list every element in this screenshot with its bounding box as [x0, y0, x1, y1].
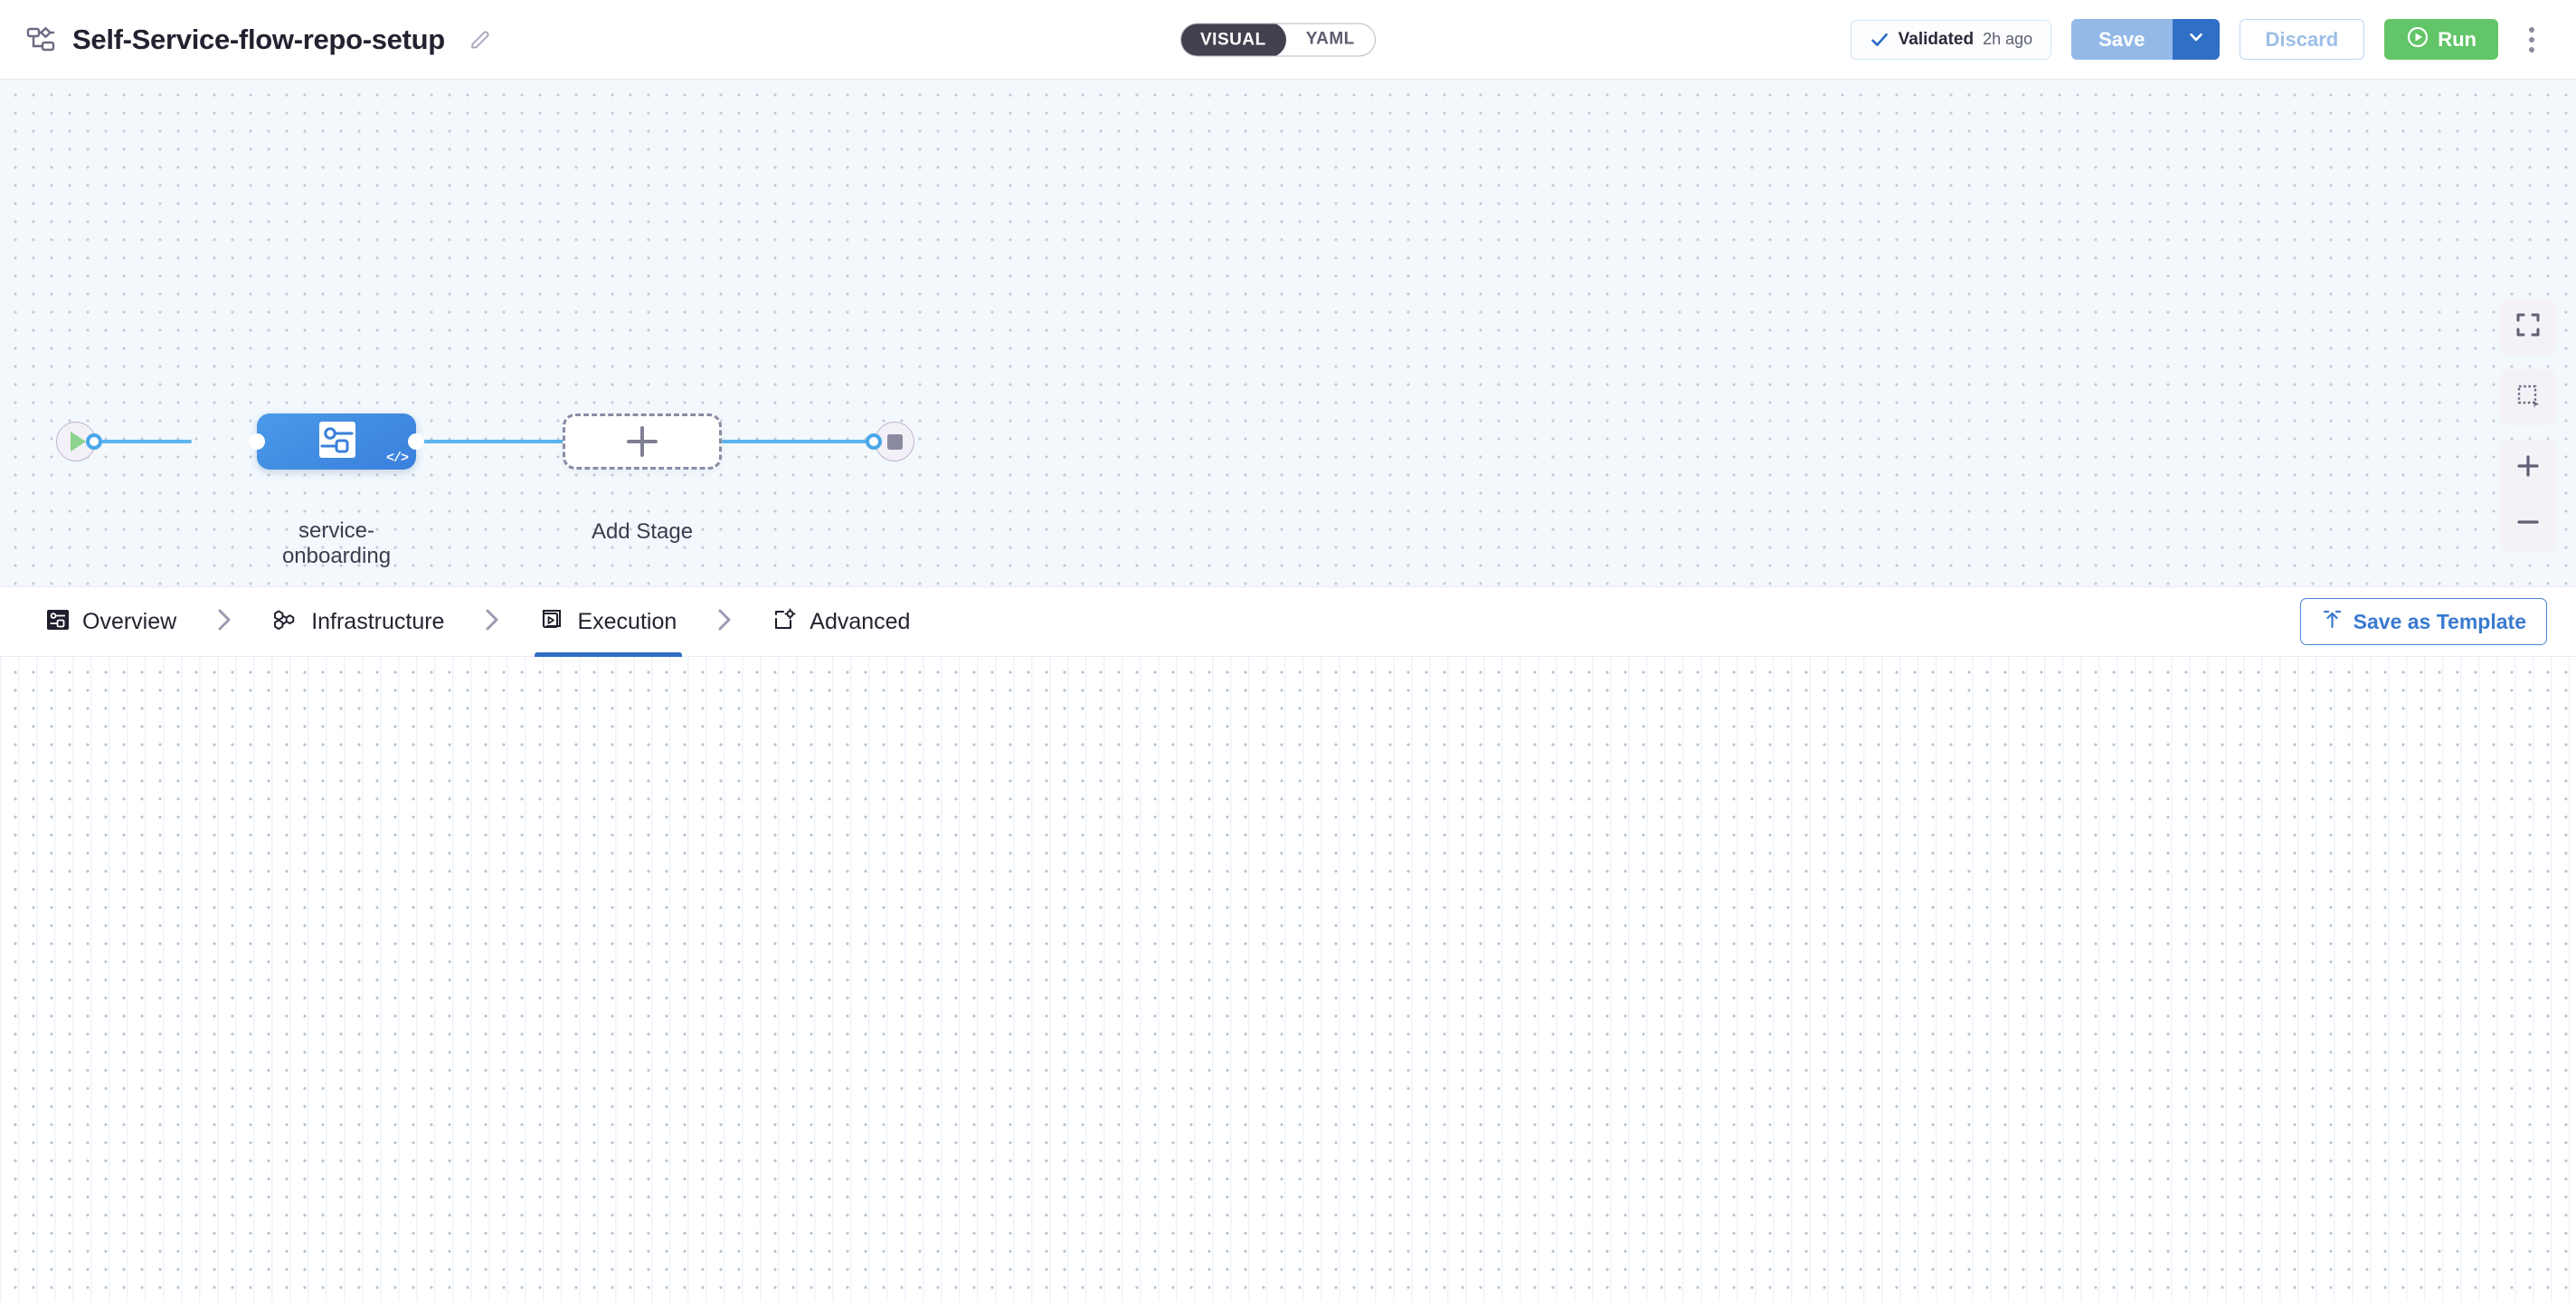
- validated-label: Validated: [1898, 29, 1975, 49]
- overview-icon: [45, 607, 71, 637]
- view-mode-toggle[interactable]: VISUAL YAML: [1180, 23, 1376, 56]
- stage-input-connector-dot[interactable]: [249, 433, 265, 450]
- tab-infrastructure-label: Infrastructure: [311, 608, 445, 634]
- add-stage-button[interactable]: [563, 413, 722, 470]
- save-as-template-button[interactable]: Save as Template: [2299, 598, 2547, 645]
- tab-execution-label: Execution: [577, 608, 677, 634]
- chevron-down-icon: [2186, 27, 2206, 52]
- save-button[interactable]: Save: [2071, 19, 2173, 60]
- zoom-in-button[interactable]: [2500, 440, 2556, 496]
- minus-icon: [2514, 508, 2542, 540]
- pipeline-icon: [25, 24, 56, 55]
- stage-node-label: service- onboarding: [281, 518, 392, 569]
- stage-start-connector-dot[interactable]: [86, 433, 102, 450]
- header-actions: Validated 2h ago Save Discard Run: [1850, 19, 2545, 60]
- selection-box-button[interactable]: [2500, 369, 2556, 425]
- mode-option-yaml[interactable]: YAML: [1305, 29, 1355, 48]
- stage-code-badge: </>: [385, 451, 409, 466]
- run-button[interactable]: Run: [2384, 19, 2498, 60]
- fit-screen-icon: [2514, 311, 2542, 343]
- run-label: Run: [2438, 27, 2477, 51]
- header-left-group: Self-Service-flow-repo-setup: [25, 24, 492, 56]
- plus-icon: [2514, 452, 2542, 484]
- zoom-out-button[interactable]: [2500, 496, 2556, 552]
- tab-separator: [182, 606, 267, 638]
- deployment-stage-icon: [312, 420, 361, 464]
- chevron-right-icon: [480, 606, 504, 638]
- kebab-menu-icon[interactable]: [2518, 21, 2545, 59]
- stage-node-service-onboarding[interactable]: </>: [257, 413, 416, 470]
- status-badge-validated: Validated 2h ago: [1850, 19, 2052, 60]
- save-dropdown-button[interactable]: [2172, 19, 2220, 60]
- top-header-bar: Self-Service-flow-repo-setup VISUAL YAML…: [0, 0, 2576, 80]
- zoom-controls: [2500, 440, 2556, 552]
- save-button-group[interactable]: Save: [2071, 19, 2220, 60]
- canvas-controls: [2500, 299, 2556, 552]
- fit-to-screen-button[interactable]: [2500, 299, 2556, 355]
- pencil-icon[interactable]: [461, 28, 492, 52]
- stage-end-connector-dot[interactable]: [866, 433, 882, 450]
- tab-advanced[interactable]: Advanced: [767, 586, 915, 657]
- tab-separator: [450, 606, 535, 638]
- tab-separator: [682, 606, 767, 638]
- tab-execution[interactable]: Execution: [535, 586, 683, 657]
- mode-option-visual[interactable]: VISUAL: [1180, 24, 1286, 55]
- marquee-select-icon: [2515, 383, 2541, 413]
- steps-graph: </> CookieCutter </> CreateRepo: [0, 657, 2576, 1302]
- chevron-right-icon: [713, 606, 736, 638]
- infrastructure-icon: [272, 607, 299, 637]
- discard-button[interactable]: Discard: [2239, 19, 2365, 60]
- template-upload-icon: [2321, 608, 2344, 636]
- save-as-template-label: Save as Template: [2353, 609, 2526, 633]
- tab-overview[interactable]: Overview: [40, 586, 182, 657]
- check-icon: [1870, 30, 1889, 50]
- tab-infrastructure[interactable]: Infrastructure: [267, 586, 450, 657]
- steps-graph-canvas[interactable]: </> CookieCutter </> CreateRepo: [0, 657, 2576, 1302]
- execution-icon: [540, 607, 565, 637]
- chevron-right-icon: [213, 606, 236, 638]
- edge-start-to-stage: [92, 440, 192, 443]
- edge-addstage-to-end: [722, 440, 883, 443]
- play-circle-icon: [2406, 25, 2429, 54]
- advanced-icon: [772, 607, 798, 637]
- add-stage-label: Add Stage: [591, 519, 694, 544]
- edge-stage-to-addstage: [416, 440, 572, 443]
- stage-graph-canvas[interactable]: </> service- onboarding Add Stage: [0, 80, 2576, 586]
- stop-icon: [886, 433, 903, 450]
- stage-output-connector-dot[interactable]: [408, 433, 424, 450]
- page-title: Self-Service-flow-repo-setup: [72, 23, 445, 55]
- plus-icon: [627, 426, 658, 457]
- tab-advanced-label: Advanced: [810, 608, 911, 634]
- stage-graph: </> service- onboarding Add Stage: [0, 80, 2576, 586]
- play-icon: [71, 432, 86, 451]
- tab-overview-label: Overview: [82, 608, 177, 634]
- validated-timestamp: 2h ago: [1983, 30, 2033, 48]
- stage-config-tabbar: Overview Infrastructure: [0, 586, 2576, 657]
